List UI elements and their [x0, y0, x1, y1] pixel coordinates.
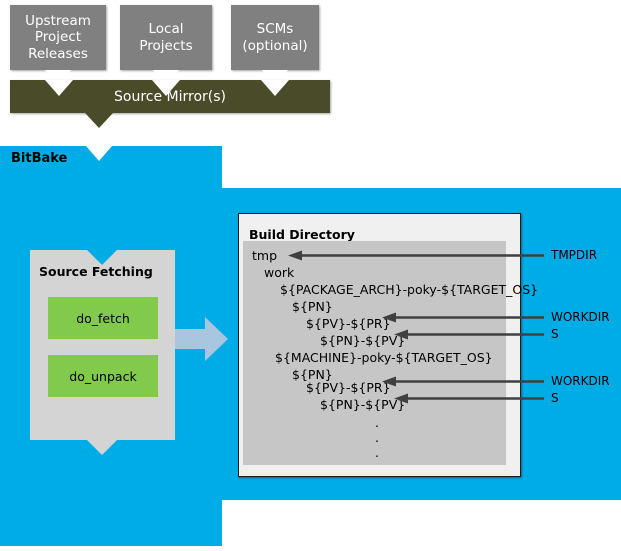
tree-line-pv-pr-1: ${PV}-${PR}	[306, 316, 391, 331]
tree-ellipsis-dot-1: .	[375, 415, 379, 430]
task-box-do-fetch[interactable]: do_fetch	[48, 297, 158, 339]
callout-arrow-workdir-1	[382, 312, 544, 323]
source-fetching-notch-bottom	[87, 440, 117, 455]
task-label: do_fetch	[76, 310, 130, 326]
callout-label-s-2: S	[551, 391, 559, 405]
build-directory-tree-panel	[243, 241, 506, 465]
flow-arrow-icon-right	[175, 317, 228, 361]
tree-line-pn-1: ${PN}	[292, 299, 333, 314]
source-box-label: SCMs (optional)	[242, 21, 308, 54]
mirror-notch-scms	[261, 80, 289, 96]
source-box-local-projects: Local Projects	[120, 5, 212, 70]
callout-arrow-workdir-2	[382, 376, 544, 387]
tree-line-pn-2: ${PN}	[292, 367, 333, 382]
source-fetching-notch-top	[87, 250, 117, 265]
source-box-upstream-project-releases: Upstream Project Releases	[10, 5, 106, 70]
callout-label-workdir-2: WORKDIR	[551, 374, 610, 388]
callout-label-workdir-1: WORKDIR	[551, 310, 610, 324]
bitbake-region-top-notch	[86, 146, 112, 161]
tree-line-pn-pv-2: ${PN}-${PV}	[320, 397, 406, 412]
task-label: do_unpack	[69, 368, 137, 384]
source-box-label: Upstream Project Releases	[25, 12, 91, 62]
task-box-do-unpack[interactable]: do_unpack	[48, 355, 158, 397]
bitbake-label: BitBake	[11, 151, 68, 166]
source-box-label: Local Projects	[139, 21, 193, 54]
tree-line-machine: ${MACHINE}-poky-${TARGET_OS}	[275, 350, 493, 365]
tree-ellipsis-dot-3: .	[375, 445, 379, 460]
callout-label-tmpdir: TMPDIR	[551, 248, 598, 262]
tree-line-work: work	[264, 265, 295, 280]
source-mirror-label: Source Mirror(s)	[114, 88, 226, 105]
callout-arrow-s-2	[394, 393, 544, 404]
tree-line-pv-pr-2: ${PV}-${PR}	[306, 380, 391, 395]
tree-line-package-arch: ${PACKAGE_ARCH}-poky-${TARGET_OS}	[280, 282, 539, 297]
callout-arrow-s-1	[394, 329, 544, 340]
source-fetching-panel	[30, 250, 175, 440]
source-box-scms-optional: SCMs (optional)	[231, 5, 319, 70]
source-fetching-title: Source Fetching	[39, 264, 153, 279]
mirror-output-arrow-icon	[85, 113, 113, 128]
tree-line-pn-pv-1: ${PN}-${PV}	[320, 333, 406, 348]
callout-arrow-tmpdir	[288, 250, 544, 261]
build-directory-title: Build Directory	[249, 227, 355, 242]
callout-label-s-1: S	[551, 327, 559, 341]
tree-line-tmp: tmp	[252, 248, 278, 263]
mirror-notch-upstream	[45, 80, 73, 96]
mirror-notch-local	[152, 80, 180, 96]
tree-ellipsis-dot-2: .	[375, 430, 379, 445]
